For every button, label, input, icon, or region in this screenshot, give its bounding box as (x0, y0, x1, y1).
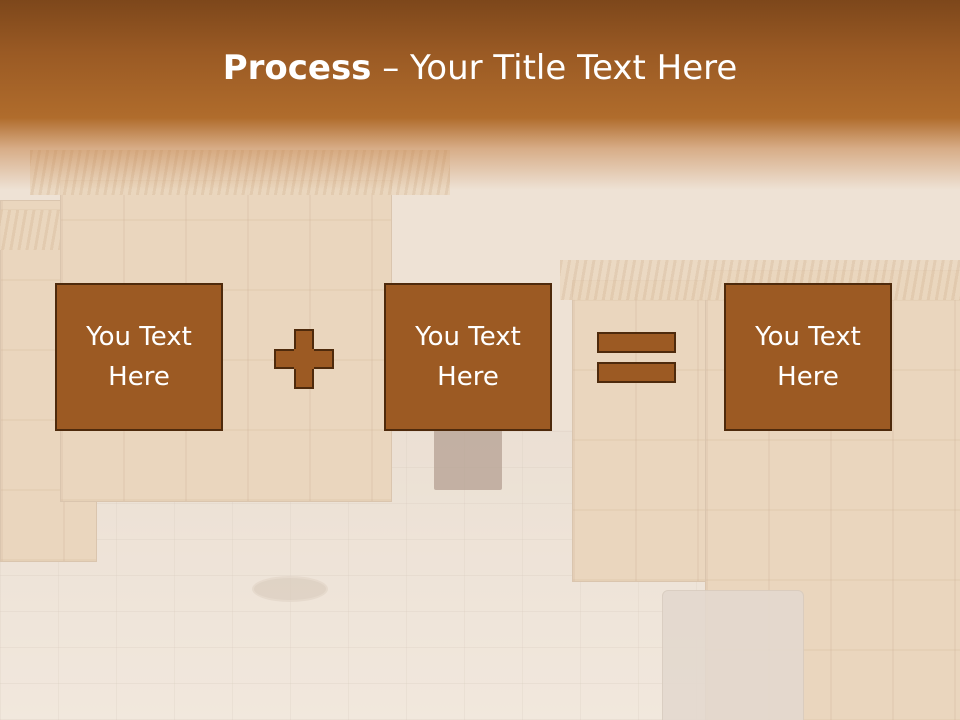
plus-center (294, 349, 314, 369)
box-1-line-2: Here (108, 362, 170, 392)
box-2-line-2: Here (437, 362, 499, 392)
equals-icon (597, 332, 676, 383)
process-box-2[interactable]: You Text Here (384, 283, 552, 431)
process-box-3[interactable]: You Text Here (724, 283, 892, 431)
drain-cover (252, 576, 328, 602)
box-1-line-1: You Text (86, 322, 192, 352)
box-3-line-2: Here (777, 362, 839, 392)
process-box-1[interactable]: You Text Here (55, 283, 223, 431)
box-3-text: You Text Here (738, 317, 878, 397)
stone-well (662, 590, 804, 720)
box-3-line-1: You Text (755, 322, 861, 352)
title-band (0, 0, 960, 190)
equals-top-bar (597, 332, 676, 353)
equals-bottom-bar (597, 362, 676, 383)
plus-icon (274, 329, 334, 389)
slide-title[interactable]: Process – Your Title Text Here (0, 48, 960, 88)
title-bold: Process (222, 48, 372, 88)
box-2-line-1: You Text (415, 322, 521, 352)
person-figure (434, 420, 502, 490)
box-1-text: You Text Here (69, 317, 209, 397)
booth-right-front (572, 280, 724, 582)
title-rest: – Your Title Text Here (371, 48, 738, 88)
box-2-text: You Text Here (398, 317, 538, 397)
